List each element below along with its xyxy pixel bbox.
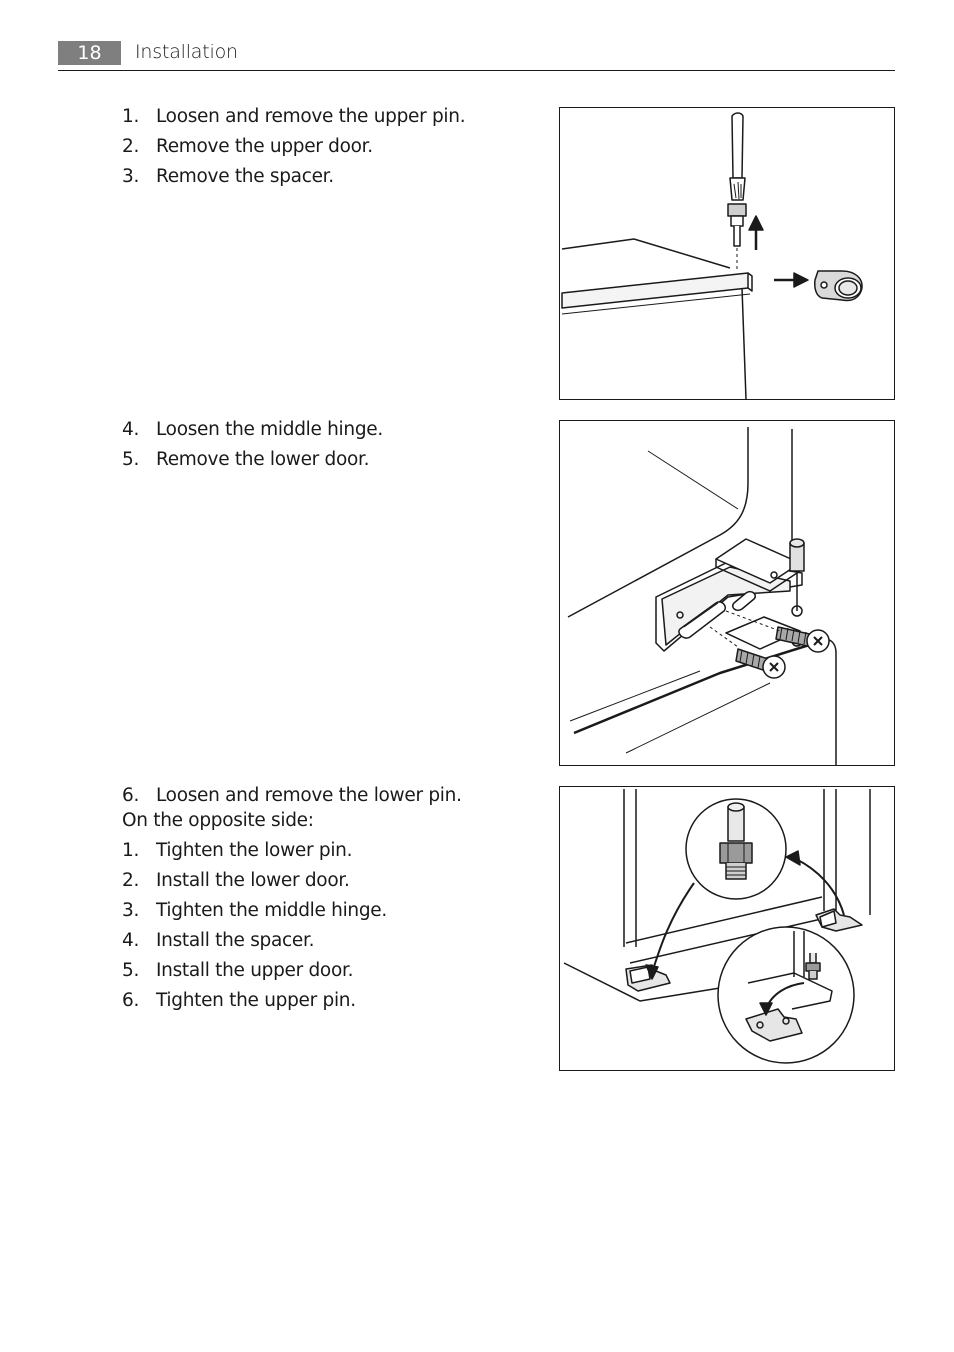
opposite-side-subheading: On the opposite side:	[122, 810, 314, 831]
step-number: 1.	[122, 106, 140, 127]
step-text: Tighten the upper pin.	[156, 990, 356, 1011]
step-number: 4.	[122, 419, 140, 440]
step-item: 3. Tighten the middle hinge.	[122, 900, 387, 931]
step-text: Install the lower door.	[156, 870, 350, 891]
step-item: 6. Loosen and remove the lower pin.	[122, 785, 462, 811]
upper-pin-drawing	[561, 112, 863, 399]
step-number: 2.	[122, 870, 140, 891]
step-number: 2.	[122, 136, 140, 157]
step-number: 3.	[122, 900, 140, 921]
step-number: 4.	[122, 930, 140, 951]
step-item: 5. Install the upper door.	[122, 960, 353, 991]
section-title: Installation	[135, 41, 238, 63]
step-text: Install the upper door.	[156, 960, 354, 981]
step-text: Install the spacer.	[156, 930, 315, 951]
step-text: Remove the spacer.	[156, 166, 334, 187]
header-divider	[58, 70, 895, 71]
step-number: 5.	[122, 960, 140, 981]
step-number: 3.	[122, 166, 140, 187]
page-number: 18	[58, 41, 121, 65]
middle-hinge-drawing	[567, 427, 837, 765]
step-number: 5.	[122, 449, 140, 470]
step-text: Loosen and remove the upper pin.	[156, 106, 466, 127]
middle-hinge-illustration	[559, 420, 895, 766]
step-text: Tighten the middle hinge.	[156, 900, 387, 921]
step-number: 6.	[122, 785, 140, 806]
step-text: Loosen and remove the lower pin.	[156, 785, 462, 806]
step-text: Remove the upper door.	[156, 136, 373, 157]
step-text: Tighten the lower pin.	[156, 840, 353, 861]
step-item: 6. Tighten the upper pin.	[122, 990, 356, 1021]
steps-group-3: 6. Loosen and remove the lower pin. On th…	[122, 785, 462, 1021]
upper-pin-illustration	[559, 107, 895, 400]
step-number: 6.	[122, 990, 140, 1011]
step-item: 1. Tighten the lower pin.	[122, 840, 352, 871]
step-item: 4. Install the spacer.	[122, 931, 314, 961]
step-item: 2. Install the lower door.	[122, 870, 350, 901]
lower-pin-drawing	[563, 789, 871, 1064]
step-text: Loosen the middle hinge.	[156, 419, 383, 440]
step-number: 1.	[122, 840, 140, 861]
lower-pin-illustration	[559, 786, 895, 1071]
step-text: Remove the lower door.	[156, 449, 370, 470]
